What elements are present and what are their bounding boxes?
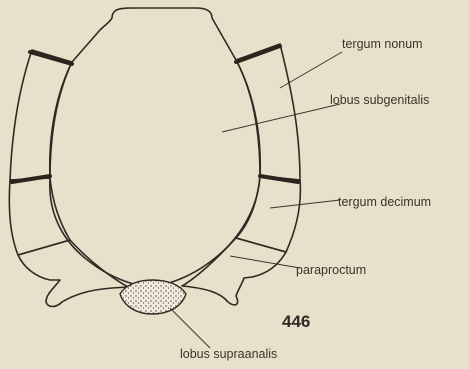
leader-lobus-subgenitalis <box>222 104 340 132</box>
left-tergum-nonum <box>10 50 72 180</box>
leader-tergum-nonum <box>280 52 342 88</box>
left-paraproctum <box>18 240 128 307</box>
label-lobus-subgenitalis: lobus subgenitalis <box>330 93 429 107</box>
right-tergum-nonum <box>236 44 300 180</box>
leader-lobus-supraanalis <box>170 308 210 348</box>
right-upper-boundary-bar <box>236 46 280 62</box>
label-tergum-decimum: tergum decimum <box>338 195 431 209</box>
leader-paraproctum <box>230 256 300 268</box>
right-paraproctum <box>182 238 286 305</box>
label-lobus-supraanalis: lobus supraanalis <box>180 347 277 361</box>
lobus-supraanalis-shape <box>120 280 186 314</box>
label-tergum-nonum: tergum nonum <box>342 37 423 51</box>
figure-number: 446 <box>282 312 310 331</box>
left-upper-boundary-bar <box>30 52 72 64</box>
label-paraproctum: paraproctum <box>296 263 366 277</box>
leader-tergum-decimum <box>270 200 340 208</box>
